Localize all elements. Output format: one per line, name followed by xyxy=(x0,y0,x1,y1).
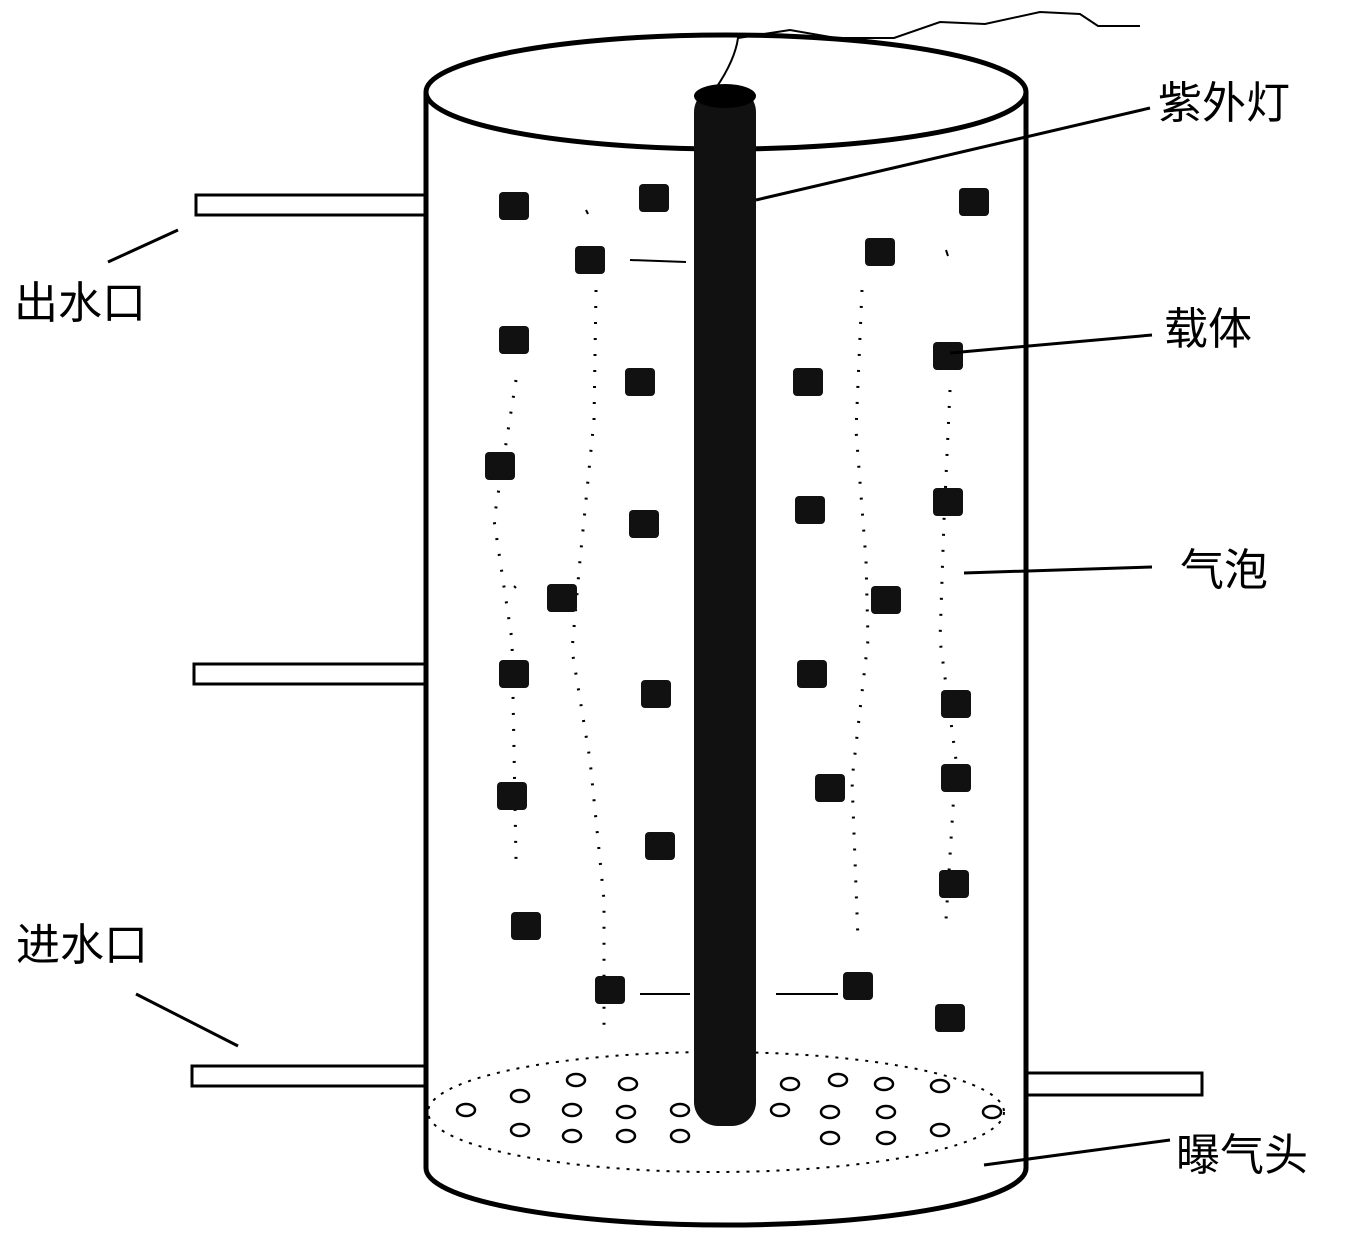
carrier-cube xyxy=(645,832,675,860)
carrier-cube xyxy=(625,368,655,396)
carrier-cube xyxy=(941,690,971,718)
aerator-hole xyxy=(819,1130,841,1146)
aerator-hole xyxy=(561,1128,583,1144)
label-inlet: 进水口 xyxy=(16,920,148,971)
label-uv-lamp: 紫外灯 xyxy=(1158,78,1290,129)
leader-uv-lamp xyxy=(755,106,1151,202)
carrier-cube xyxy=(511,912,541,940)
carrier-cube xyxy=(499,326,529,354)
label-bubble: 气泡 xyxy=(1180,545,1268,596)
lamp-wire xyxy=(715,10,1140,89)
carrier-cube xyxy=(871,586,901,614)
aerator-hole xyxy=(509,1088,531,1104)
carrier-cube xyxy=(641,680,671,708)
aerator-hole xyxy=(561,1102,583,1118)
carrier-cube xyxy=(497,782,527,810)
aerator-hole xyxy=(455,1102,477,1118)
leader-inlet xyxy=(135,992,239,1048)
leader-bubble xyxy=(963,565,1153,575)
aerator-hole xyxy=(875,1104,897,1120)
aerator-hole xyxy=(873,1076,895,1092)
carrier-cube xyxy=(575,246,605,274)
uv-lamp xyxy=(694,84,756,1126)
bubble-trails xyxy=(492,209,958,1030)
carrier-cube xyxy=(629,510,659,538)
aerator-hole xyxy=(929,1122,951,1138)
label-carrier: 载体 xyxy=(1164,304,1252,355)
inlet-pipe xyxy=(190,1064,428,1088)
aerator-hole xyxy=(565,1072,587,1088)
label-outlet: 出水口 xyxy=(14,278,146,329)
carrier-cube xyxy=(941,764,971,792)
aerator-hole xyxy=(615,1104,637,1120)
bubble-trail xyxy=(945,249,949,257)
carrier-cube xyxy=(933,488,963,516)
aerator-hole xyxy=(827,1072,849,1088)
aerator-hole xyxy=(617,1076,639,1092)
carrier-cube xyxy=(815,774,845,802)
carrier-cube xyxy=(499,660,529,688)
carrier-cube xyxy=(499,192,529,220)
carrier-cube xyxy=(797,660,827,688)
bubble-trail xyxy=(513,585,517,589)
leader-aerator xyxy=(983,1138,1171,1167)
aerator-hole xyxy=(669,1128,691,1144)
aerator-hole xyxy=(769,1102,791,1118)
aerator-hole xyxy=(615,1128,637,1144)
leader-carrier xyxy=(949,333,1153,355)
carrier-cube xyxy=(939,870,969,898)
aerator-hole xyxy=(509,1122,531,1138)
aerator-disk xyxy=(427,1051,1005,1173)
aerator-hole xyxy=(875,1130,897,1146)
right-pipe xyxy=(1018,1071,1204,1097)
middle-pipe xyxy=(192,662,428,686)
carrier-cube xyxy=(959,188,989,216)
aerator-hole xyxy=(669,1102,691,1118)
aerator-hole xyxy=(929,1078,951,1094)
bubble-trail xyxy=(629,259,687,263)
carrier-cube xyxy=(865,238,895,266)
aerator-hole xyxy=(981,1104,1003,1120)
carrier-cube xyxy=(793,368,823,396)
carrier-cube xyxy=(547,584,577,612)
leader-outlet xyxy=(107,228,179,264)
carrier-cube xyxy=(935,1004,965,1032)
carrier-cube xyxy=(843,972,873,1000)
carrier-cube xyxy=(795,496,825,524)
carrier-cubes xyxy=(485,184,989,1032)
carrier-cube xyxy=(595,976,625,1004)
carrier-cube xyxy=(639,184,669,212)
label-aerator: 曝气头 xyxy=(1176,1130,1308,1181)
aerator-hole xyxy=(779,1076,801,1092)
carrier-cube xyxy=(933,342,963,370)
carrier-cube xyxy=(485,452,515,480)
bubble-trail xyxy=(585,209,589,215)
aerator-hole xyxy=(819,1104,841,1120)
outlet-pipe xyxy=(194,193,428,217)
